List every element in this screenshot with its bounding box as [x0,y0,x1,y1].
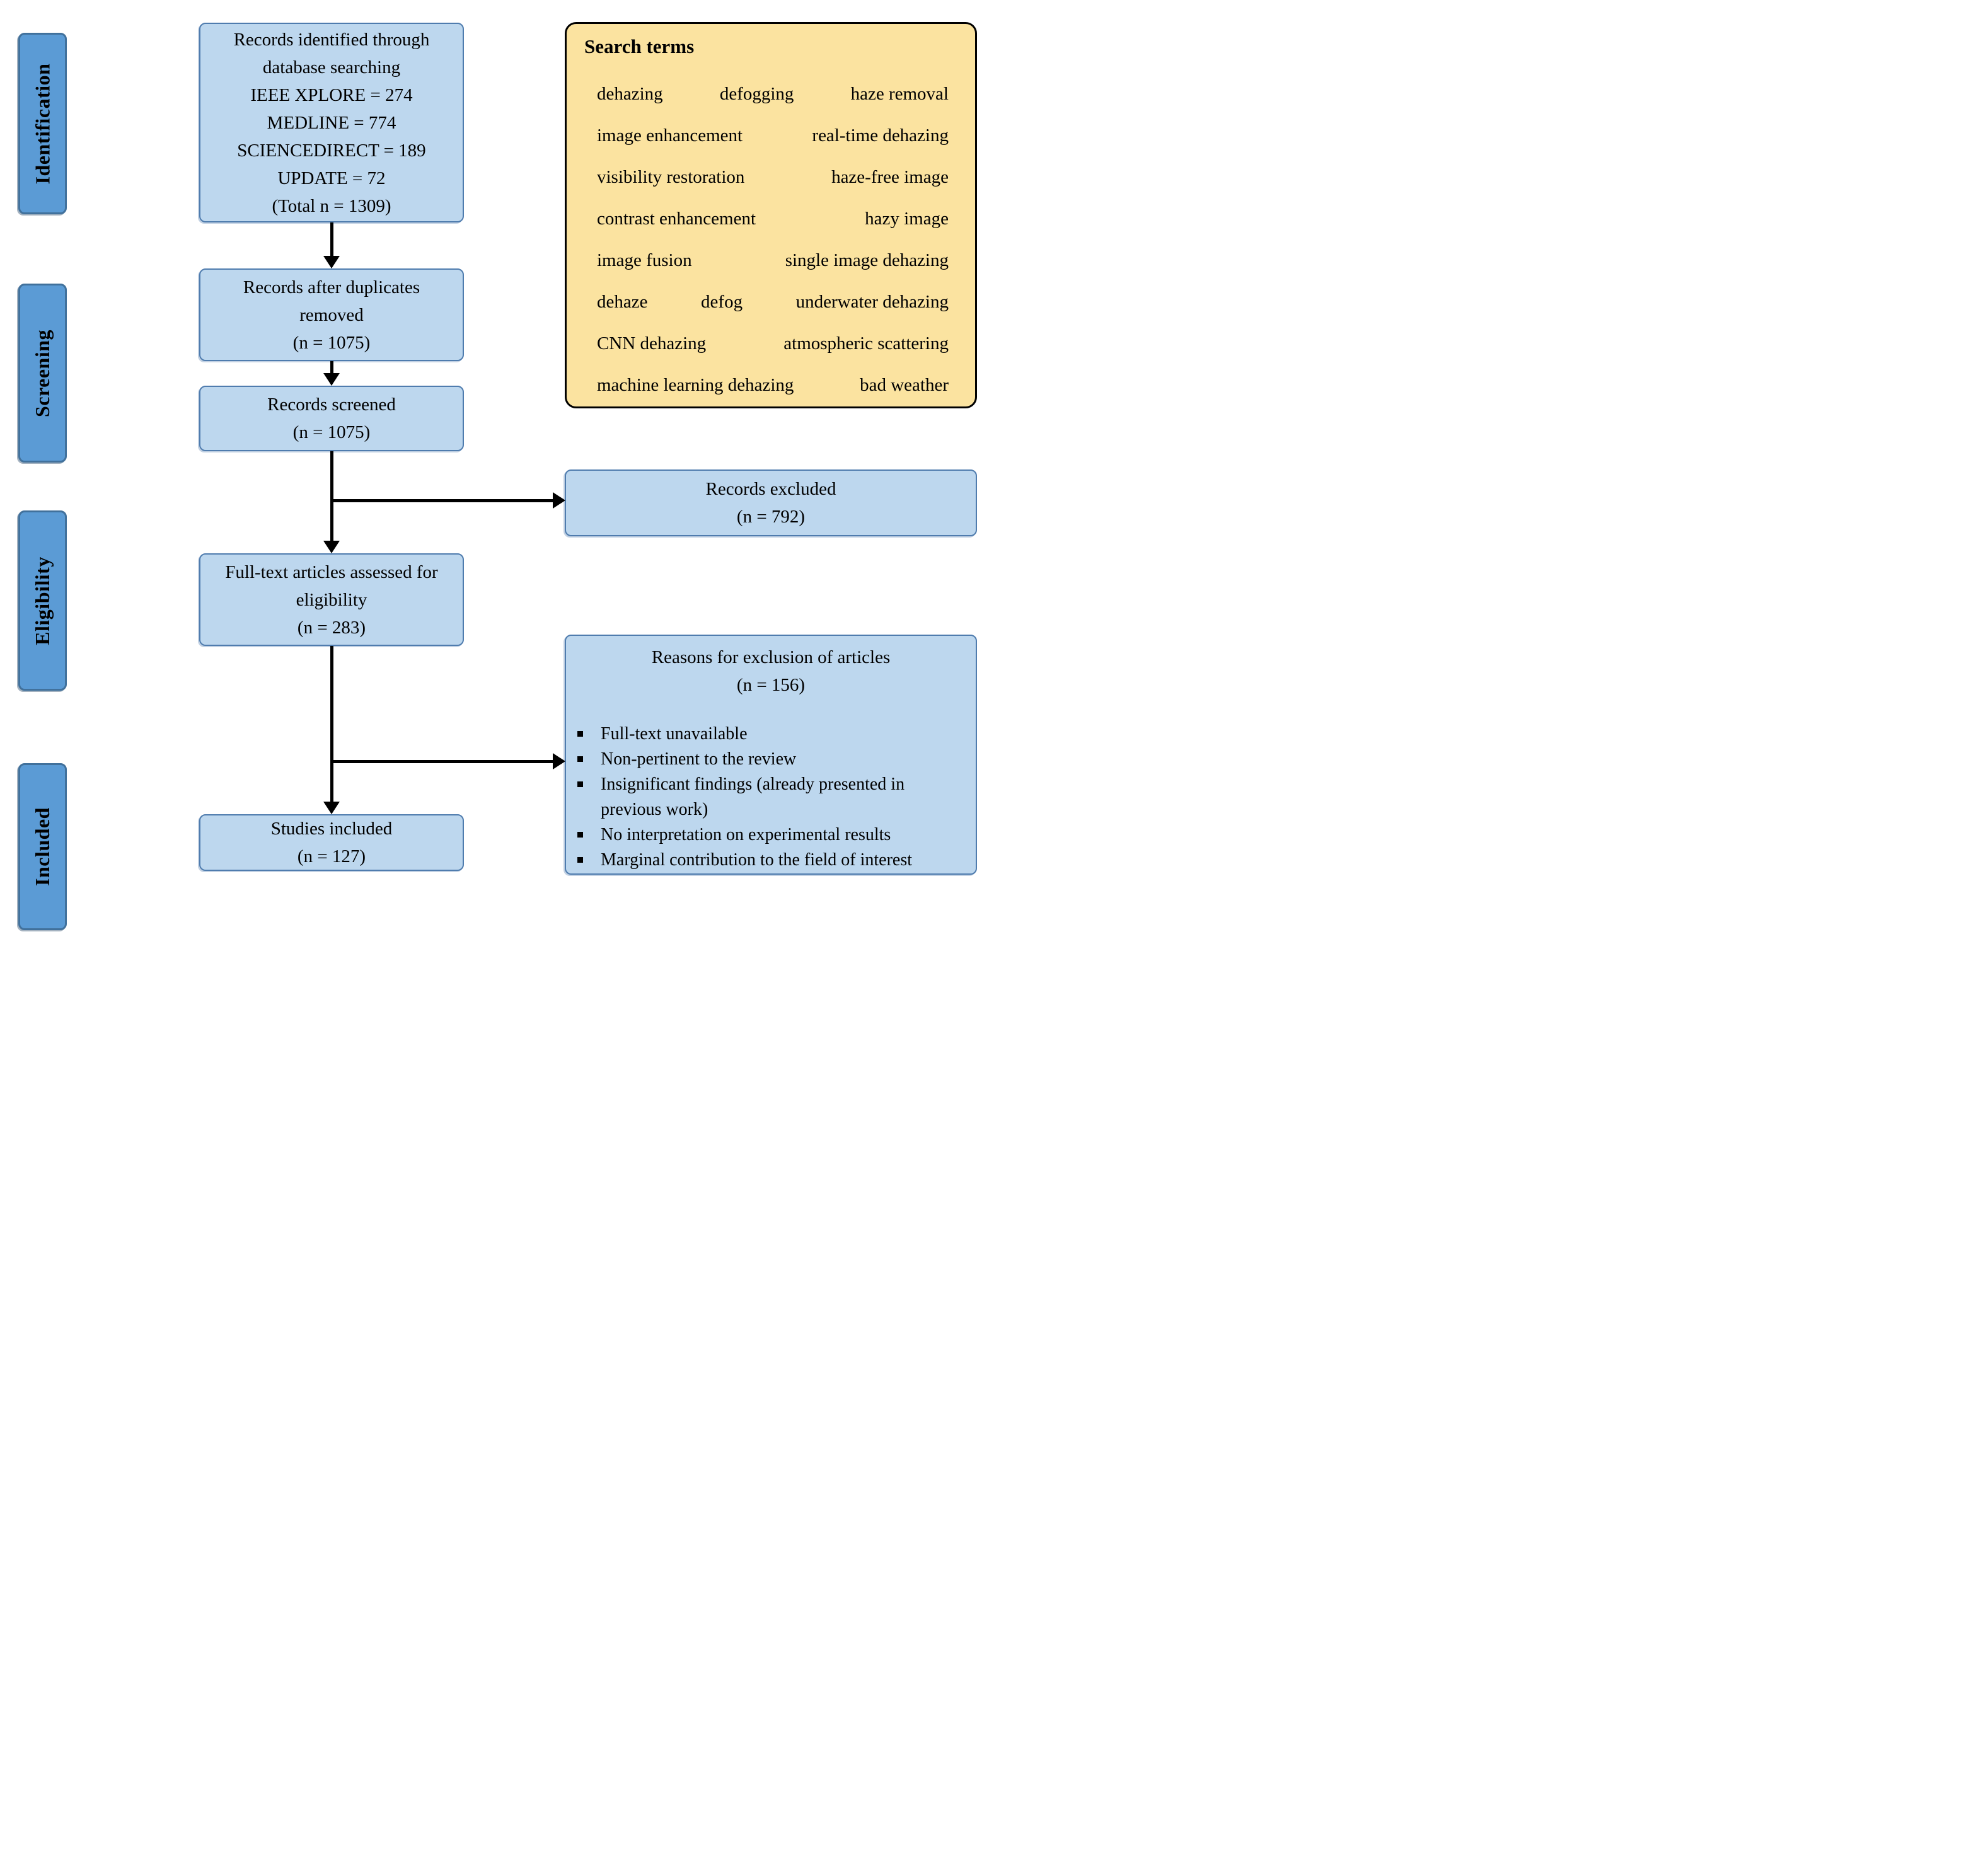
search-term: image enhancement [597,125,743,146]
flow-text-line: SCIENCEDIRECT = 189 [237,140,426,161]
arrowhead-down-fulltext [323,541,340,553]
flow-text-line: (n = 283) [297,617,366,638]
flow-text-line: (Total n = 1309) [272,195,391,216]
stage-label-eligibility: Eligibility [31,556,54,645]
flow-text-line: (n = 792) [736,507,806,527]
flow-text-line: Records excluded [705,479,836,499]
search-term: atmospheric scattering [783,333,949,354]
prisma-flow-diagram: Identification Screening Eligibility Inc… [0,0,994,933]
stage-label-included: Included [31,807,54,886]
flow-text-line: MEDLINE = 774 [267,112,396,133]
flow-box-exclusion-reasons: Reasons for exclusion of articles (n = 1… [565,635,977,875]
square-bullet-icon [577,731,583,737]
flow-text-line: database searching [262,57,401,78]
flow-text-line: (n = 1075) [292,422,371,442]
search-term: underwater dehazing [795,291,949,312]
search-term: defogging [719,83,794,104]
stage-label-screening: Screening [31,329,54,417]
stage-label-identification: Identification [31,63,54,184]
search-term-row: machine learning dehazing bad weather [597,364,949,406]
arrowhead-right-excluded [553,492,565,509]
search-term: bad weather [860,374,949,395]
arrowhead-down-duplicates [323,256,340,268]
search-term-row: visibility restoration haze-free image [597,156,949,198]
search-terms-box: Search terms dehazing defogging haze rem… [565,22,977,408]
search-term: single image dehazing [785,250,949,270]
flow-text-line: removed [299,304,364,325]
stage-box-eligibility: Eligibility [18,510,67,691]
flow-box-records-excluded: Records excluded (n = 792) [565,469,977,536]
list-item: Insignificant findings (already presente… [566,772,964,822]
flow-text-line: UPDATE = 72 [277,168,386,188]
square-bullet-icon [577,781,583,787]
list-item: Full-text unavailable [566,722,964,747]
flow-box-records-screened: Records screened (n = 1075) [199,386,464,451]
search-terms-rows: dehazing defogging haze removal image en… [597,73,949,406]
search-terms-heading: Search terms [584,35,695,57]
stage-box-included: Included [18,763,67,930]
flow-box-records-identified: Records identified through database sear… [199,23,464,222]
flow-text-line: (n = 127) [297,846,366,867]
reason-text: Marginal contribution to the field of in… [601,850,913,870]
reason-text: Insignificant findings (already presente… [601,775,905,819]
search-term: dehazing [597,83,663,104]
search-term-row: image fusion single image dehazing [597,239,949,281]
flow-text-line: Records screened [267,395,396,415]
exclusion-reasons-list: Full-text unavailable Non-pertinent to t… [566,722,976,873]
search-term: hazy image [865,208,949,229]
stage-box-identification: Identification [18,33,67,214]
arrowhead-down-included [323,802,340,814]
flow-text-line: Records after duplicates [243,277,420,297]
search-term-row: dehaze defog underwater dehazing [597,281,949,323]
search-term: dehaze [597,291,648,312]
search-term-row: dehazing defogging haze removal [597,73,949,115]
search-term: haze removal [850,83,949,104]
arrow-line-branch-to-reasons [330,760,553,763]
arrow-line-identified-to-duplicates [330,222,333,257]
square-bullet-icon [577,857,583,863]
flow-box-fulltext-assessed: Full-text articles assessed for eligibil… [199,553,464,646]
flow-text-line: eligibility [296,589,367,610]
reasons-heading-line: Reasons for exclusion of articles [651,647,891,667]
flow-text-line: IEEE XPLORE = 274 [250,84,413,105]
reason-text: Non-pertinent to the review [601,749,797,769]
stage-box-screening: Screening [18,284,67,463]
search-term: haze-free image [831,166,949,187]
flow-box-studies-included: Studies included (n = 127) [199,814,464,871]
flow-text-line: Records identified through [233,29,430,50]
arrow-line-screened-to-fulltext [330,451,333,542]
reason-text: No interpretation on experimental result… [601,825,891,844]
search-term: real-time dehazing [812,125,949,146]
search-term: machine learning dehazing [597,374,794,395]
arrow-line-duplicates-to-screened [330,361,333,374]
square-bullet-icon [577,756,583,762]
reason-text: Full-text unavailable [601,724,748,744]
flow-box-duplicates-removed: Records after duplicates removed (n = 10… [199,268,464,361]
search-term: image fusion [597,250,692,270]
arrowhead-right-reasons [553,753,565,769]
search-term-row: image enhancement real-time dehazing [597,115,949,156]
search-term: visibility restoration [597,166,745,187]
arrow-line-fulltext-to-included [330,646,333,803]
arrow-line-branch-to-excluded [330,499,553,502]
flow-text-line: Studies included [270,819,393,839]
search-term-row: CNN dehazing atmospheric scattering [597,323,949,364]
search-term-row: contrast enhancement hazy image [597,198,949,239]
list-item: No interpretation on experimental result… [566,822,964,848]
list-item: Marginal contribution to the field of in… [566,848,964,873]
flow-text-line: (n = 1075) [292,332,371,353]
list-item: Non-pertinent to the review [566,747,964,772]
search-term: CNN dehazing [597,333,707,354]
square-bullet-icon [577,832,583,838]
search-term: defog [701,291,743,312]
reasons-heading-line: (n = 156) [736,675,806,695]
arrowhead-down-screened [323,373,340,386]
flow-text-line: Full-text articles assessed for [225,562,438,582]
search-term: contrast enhancement [597,208,756,229]
